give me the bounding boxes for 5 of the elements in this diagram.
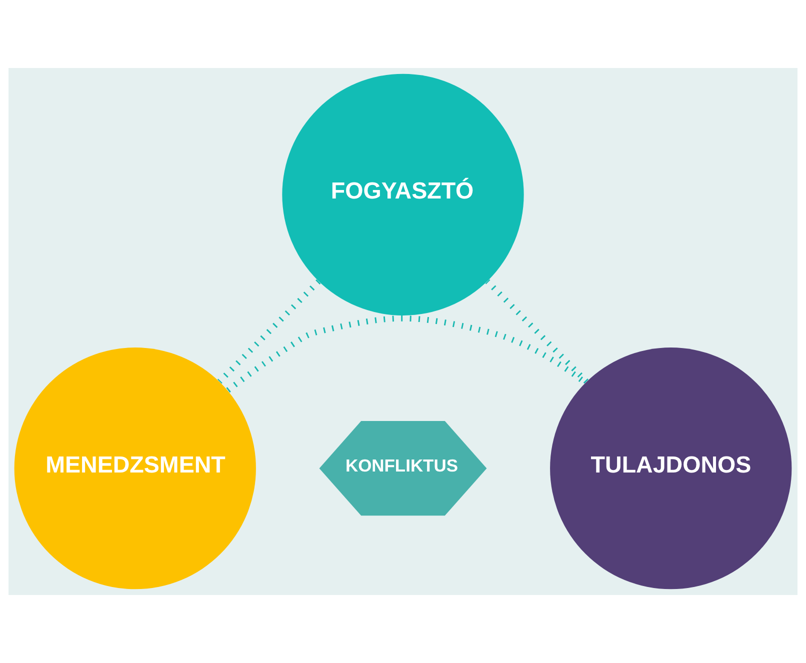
node-circle: TULAJDONOS xyxy=(550,348,792,590)
connector xyxy=(485,279,589,384)
connector xyxy=(217,279,321,384)
node-circle: FOGYASZTÓ xyxy=(282,74,524,316)
node-circle: MENEDZSMENT xyxy=(14,348,256,590)
